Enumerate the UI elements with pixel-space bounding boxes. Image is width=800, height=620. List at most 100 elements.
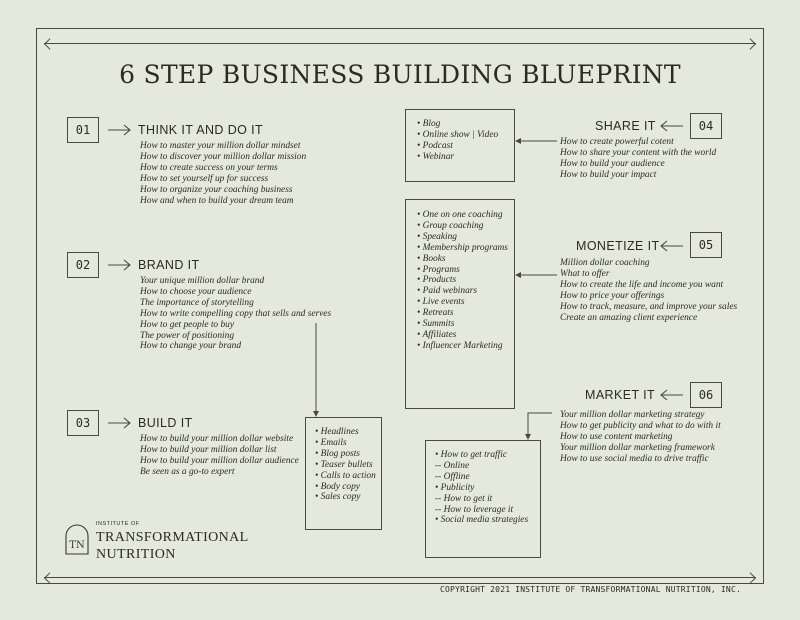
- list-item: How to build your audience: [560, 158, 665, 169]
- logo-monogram: TN: [69, 540, 85, 551]
- list-item: Million dollar coaching: [560, 258, 650, 268]
- list-item: How to set yourself up for success: [140, 173, 269, 184]
- list-item: • Paid webinars: [417, 286, 478, 297]
- list-item: How to discover your million dollar miss…: [140, 151, 307, 162]
- institute-logo-icon: TN: [65, 524, 89, 555]
- list-item: • Sales copy: [315, 492, 361, 503]
- list-item: How to build your impact: [560, 169, 657, 180]
- list-item: • Emails: [315, 437, 347, 448]
- list-item: How to share your content with the world: [560, 147, 717, 158]
- step-01-arrow-icon: [108, 124, 131, 136]
- list-item: How to organize your coaching business: [140, 184, 293, 195]
- step-03-list: How to build your million dollar website…: [140, 434, 299, 478]
- list-item: How to create powerful cotent: [560, 137, 674, 147]
- list-item: -- Offline: [435, 471, 470, 482]
- list-item: -- How to leverage it: [435, 504, 514, 515]
- list-item: • Social media strategies: [435, 515, 529, 526]
- top-double-arrow: [44, 38, 756, 50]
- list-item: • Products: [417, 275, 457, 286]
- list-item: • Headlines: [315, 427, 359, 437]
- list-item: • Calls to action: [315, 470, 376, 481]
- list-item: How to get people to buy: [140, 319, 234, 330]
- list-item: Create an amazing client experience: [560, 312, 698, 323]
- list-item: • Publicity: [435, 482, 475, 493]
- step-04-title: SHARE IT: [595, 119, 656, 133]
- list-item: • Blog: [417, 119, 441, 129]
- list-item: How to change your brand: [140, 341, 242, 352]
- copyright-text: COPYRIGHT 2021 INSTITUTE OF TRANSFORMATI…: [440, 585, 741, 594]
- list-item: How to use social media to drive traffic: [560, 453, 709, 464]
- list-item: -- Online: [435, 460, 470, 471]
- step-06-title: MARKET IT: [585, 388, 656, 402]
- list-item: Your million dollar marketing framework: [560, 442, 715, 453]
- list-item: • Books: [417, 253, 446, 264]
- brand-copy-box: • Headlines • Emails • Blog posts • Teas…: [305, 417, 382, 530]
- step-03-number: 03: [67, 410, 99, 436]
- step-06-list: Your million dollar marketing strategy H…: [560, 410, 721, 465]
- step-02-title: BRAND IT: [138, 258, 200, 272]
- bottom-double-arrow: [44, 572, 756, 584]
- list-item: How to create success on your terms: [140, 162, 278, 173]
- list-item: • Membership programs: [417, 242, 508, 253]
- step-01-number: 01: [67, 117, 99, 143]
- list-item: • Online show | Video: [417, 129, 499, 140]
- list-item: How to build your million dollar website: [140, 434, 294, 444]
- list-item: • Live events: [417, 297, 465, 308]
- list-item: • Body copy: [315, 481, 360, 492]
- list-item: Your unique million dollar brand: [140, 276, 265, 286]
- list-item: • Teaser bullets: [315, 459, 373, 470]
- market-tactics-box: • How to get traffic -- Online -- Offlin…: [425, 440, 541, 558]
- list-item: • Affiliates: [417, 329, 457, 340]
- list-item: What to offer: [560, 268, 610, 279]
- list-item: -- How to get it: [435, 493, 493, 504]
- list-item: The power of positioning: [140, 330, 235, 341]
- step-06-number: 06: [690, 382, 722, 408]
- list-item: Be seen as a go-to expert: [140, 466, 235, 477]
- list-item: How to build your million dollar audienc…: [140, 455, 299, 466]
- brand-connector-arrow-icon: [313, 323, 319, 417]
- logo-small-text: INSTITUTE OF: [96, 521, 140, 527]
- list-item: • Group coaching: [417, 220, 484, 231]
- step-02-number: 02: [67, 252, 99, 278]
- list-item: • Webinar: [417, 151, 455, 162]
- list-item: How to choose your audience: [140, 286, 252, 297]
- market-connector-arrow-icon: [525, 412, 552, 440]
- list-item: Your million dollar marketing strategy: [560, 410, 705, 420]
- list-item: How to track, measure, and improve your …: [560, 301, 738, 312]
- list-item: How to use content marketing: [560, 431, 673, 442]
- step-04-list: How to create powerful cotent How to sha…: [560, 137, 716, 181]
- monetize-connector-arrow-icon: [515, 272, 557, 278]
- list-item: • Speaking: [417, 231, 457, 242]
- step-01-list: How to master your million dollar mindse…: [140, 141, 306, 206]
- logo-line-1: TRANSFORMATIONAL: [96, 530, 249, 545]
- list-item: How to price your offerings: [560, 290, 665, 301]
- page-title: 6 STEP BUSINESS BUILDING BLUEPRINT: [119, 60, 681, 89]
- logo-text: TRANSFORMATIONAL NUTRITION: [96, 529, 249, 563]
- list-item: The importance of storytelling: [140, 297, 254, 308]
- step-05-list: Million dollar coaching What to offer Ho…: [560, 258, 737, 323]
- list-item: • Podcast: [417, 140, 453, 151]
- list-item: • Programs: [417, 264, 460, 275]
- list-item: How to write compelling copy that sells …: [140, 308, 332, 319]
- step-05-number: 05: [690, 232, 722, 258]
- list-item: • Retreats: [417, 308, 454, 319]
- share-connector-arrow-icon: [515, 138, 557, 144]
- logo-line-2: NUTRITION: [96, 547, 176, 562]
- step-02-list: Your unique million dollar brand How to …: [140, 276, 331, 352]
- step-03-title: BUILD IT: [138, 416, 193, 430]
- list-item: How to create the life and income you wa…: [560, 279, 724, 290]
- step-03-arrow-icon: [108, 417, 131, 429]
- list-item: How to get publicity and what to do with…: [560, 420, 721, 431]
- list-item: • How to get traffic: [435, 450, 508, 460]
- list-item: • One on one coaching: [417, 210, 503, 220]
- list-item: • Influencer Marketing: [417, 340, 503, 351]
- step-06-arrow-icon: [660, 389, 683, 401]
- page-frame: [36, 28, 764, 584]
- list-item: How to build your million dollar list: [140, 444, 277, 455]
- step-01-title: THINK IT AND DO IT: [138, 123, 264, 137]
- step-04-number: 04: [690, 113, 722, 139]
- share-channels-box: • Blog • Online show | Video • Podcast •…: [405, 109, 515, 182]
- step-05-arrow-icon: [660, 240, 683, 252]
- list-item: How to master your million dollar mindse…: [140, 141, 301, 151]
- list-item: • Blog posts: [315, 448, 360, 459]
